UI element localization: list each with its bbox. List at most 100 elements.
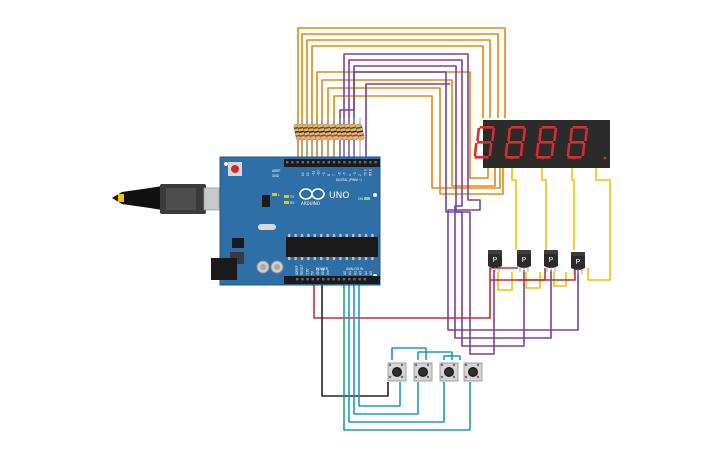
transistor-label: P <box>576 259 581 266</box>
pin-hole <box>348 278 351 281</box>
power-pin-label: 3.3V <box>305 268 309 275</box>
wire-red-2[interactable] <box>489 267 518 280</box>
wire-orange-4[interactable] <box>311 45 484 160</box>
wire-red-3[interactable] <box>518 268 546 281</box>
red-wires <box>313 267 576 319</box>
pin-hole <box>322 161 325 164</box>
transistor-label: P <box>522 257 527 264</box>
wire-yellow-7[interactable] <box>553 272 567 287</box>
pin-hole <box>286 161 289 164</box>
wire-purple-5[interactable] <box>365 83 450 160</box>
push-button-icon[interactable] <box>439 362 459 382</box>
wire-red-5v[interactable] <box>313 268 576 319</box>
wire-blue-a1[interactable] <box>348 282 445 423</box>
header-digital: DIGITAL (PWM ~) <box>336 178 362 182</box>
transistor-label: P <box>493 257 498 264</box>
pin-hole <box>316 278 320 281</box>
analog-pin-label: A1 <box>348 271 352 275</box>
digit <box>566 126 607 160</box>
led-l <box>272 193 277 196</box>
wire-purple-1[interactable] <box>343 53 579 331</box>
arduino-logo-text: ARDUINO <box>301 201 320 206</box>
label-rx: RX <box>290 201 295 205</box>
wire-blue-btn1[interactable] <box>391 347 427 360</box>
seven-segment-display[interactable] <box>473 120 610 168</box>
analog-power-header[interactable] <box>284 276 380 284</box>
wire-orange-1[interactable] <box>297 27 506 160</box>
analog-pin-label: A5 <box>369 271 373 275</box>
wire-blue-a2[interactable] <box>353 282 419 415</box>
blue-wires <box>343 282 471 431</box>
transistor-label: P <box>549 257 554 264</box>
wire-orange-6[interactable] <box>321 79 496 187</box>
digital-pin-label: 7 <box>332 174 336 176</box>
resistor[interactable] <box>355 118 365 160</box>
wire-orange-2[interactable] <box>301 33 499 160</box>
board-model: UNO <box>329 191 349 201</box>
purple-wires <box>339 53 579 355</box>
pin-hole <box>369 161 372 164</box>
wire-orange-5[interactable] <box>316 71 489 179</box>
display-digits <box>473 126 607 160</box>
digital-pin-label: RX 0 <box>369 169 373 176</box>
pnp-transistor[interactable]: P <box>517 250 531 272</box>
pin-hole <box>296 161 299 164</box>
wire-blue-btn3[interactable] <box>443 355 461 360</box>
label-aref: AREF <box>272 169 281 173</box>
led-rx <box>284 201 289 204</box>
pin-hole <box>306 161 310 164</box>
pin-hole <box>353 161 356 164</box>
pin-hole <box>332 278 335 281</box>
chip-legs <box>288 234 374 260</box>
label-gnd: GND <box>272 174 280 178</box>
reset-button-cap[interactable] <box>231 165 239 173</box>
digital-pin-label: ~11 <box>311 171 315 176</box>
header-power: POWER <box>316 267 329 271</box>
wire-yellow-4[interactable] <box>587 168 611 281</box>
wire-yellow-2[interactable] <box>541 168 547 250</box>
push-button-icon[interactable] <box>387 362 407 382</box>
digital-pin-holes <box>286 161 377 164</box>
resistor[interactable] <box>344 118 354 160</box>
wire-orange-8[interactable] <box>333 95 501 189</box>
power-jack[interactable] <box>211 258 237 280</box>
digital-pin-label: 2 <box>358 174 362 176</box>
header-analog: ANALOG IN <box>346 267 364 271</box>
arduino-uno-board[interactable]: AREF GND DIGITAL (PWM ~) TX RX L ON POWE… <box>211 156 381 286</box>
wire-black-gnd[interactable] <box>321 282 389 397</box>
led-on <box>364 197 370 200</box>
led-tx <box>284 195 289 198</box>
pin-hole <box>337 278 340 281</box>
pnp-transistor[interactable]: P <box>571 252 585 274</box>
wire-blue-a3[interactable] <box>358 282 401 407</box>
wire-purple-2[interactable] <box>348 59 552 339</box>
black-wires <box>321 282 389 397</box>
push-button-group <box>387 362 483 382</box>
pin-hole <box>332 161 336 164</box>
digital-pin-label: 13 <box>301 172 305 176</box>
wire-purple-4[interactable] <box>339 71 495 355</box>
digital-pin-label: ~9 <box>322 172 326 176</box>
wire-yellow-3[interactable] <box>571 168 575 250</box>
wire-orange-3[interactable] <box>306 39 491 160</box>
resistor[interactable] <box>323 118 333 160</box>
analog-pin-label: A3 <box>359 271 363 275</box>
digital-header[interactable] <box>284 159 380 167</box>
wire-blue-a0[interactable] <box>343 282 471 431</box>
digital-pin-label: ~3 <box>353 172 357 176</box>
pin-hole <box>291 161 294 164</box>
wire-orange-7[interactable] <box>327 87 504 195</box>
pnp-transistor[interactable]: P <box>544 250 558 272</box>
digital-pin-label: 8 <box>327 174 331 176</box>
pin-hole <box>353 278 356 281</box>
wire-yellow-5[interactable] <box>497 272 513 291</box>
wire-yellow-1[interactable] <box>511 168 517 250</box>
push-button-icon[interactable] <box>413 362 433 382</box>
usb-cable-icon[interactable] <box>112 184 232 214</box>
push-button-icon[interactable] <box>463 362 483 382</box>
pnp-transistor[interactable]: P <box>488 250 502 272</box>
digital-pin-label: ~5 <box>343 172 347 176</box>
